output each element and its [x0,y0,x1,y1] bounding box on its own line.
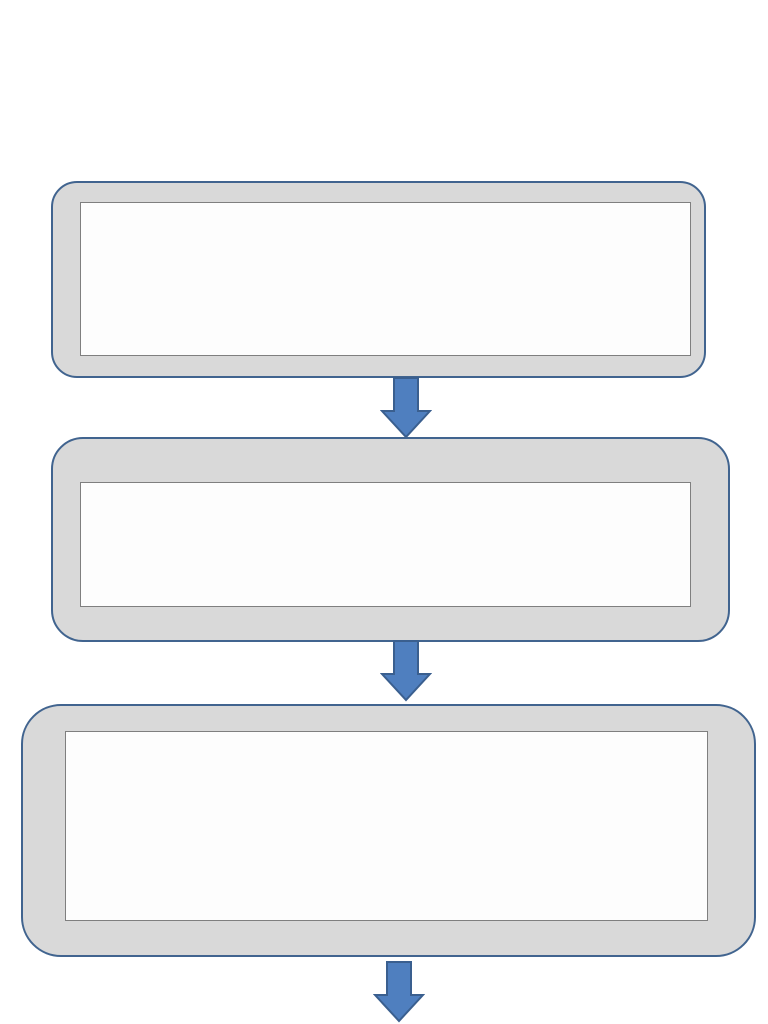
flow-stage-3-text [66,732,707,920]
flow-stage-2-text [81,483,690,606]
flow-stage-2-text-box[interactable] [80,482,691,607]
flow-stage-3 [21,704,756,957]
down-arrow-icon [380,377,432,439]
flow-stage-3-text-box[interactable] [65,731,708,921]
down-arrow-shape [380,377,432,439]
down-arrow-shape [380,640,432,702]
flow-stage-2 [51,437,730,642]
flow-stage-1 [51,181,706,378]
down-arrow-shape [373,961,425,1023]
down-arrow-icon [373,961,425,1023]
flow-stage-1-text-box[interactable] [80,202,691,356]
flow-stage-1-text [81,203,690,355]
down-arrow-icon [380,640,432,702]
